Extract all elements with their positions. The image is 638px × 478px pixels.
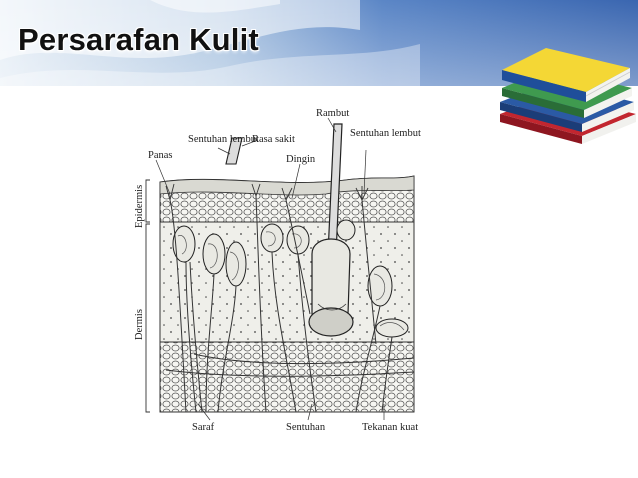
label-dingin: Dingin <box>286 154 316 165</box>
label-panas: Panas <box>148 150 173 161</box>
skin-nerve-diagram: Rambut Rasa sakit Sentuhan lembut Panas … <box>134 108 421 433</box>
hair-shaft <box>308 123 354 337</box>
label-sentuhan-lembut-left-text: Sentuhan lembut <box>188 134 259 145</box>
label-sentuhan-lembut-right: Sentuhan lembut <box>350 128 421 139</box>
label-tekanan-kuat: Tekanan kuat <box>362 422 418 433</box>
label-rasa-sakit: Rasa sakit <box>252 134 295 145</box>
label-saraf: Saraf <box>192 422 215 433</box>
subcutaneous-layer <box>159 341 415 413</box>
slide-title: Persarafan Kulit <box>18 22 259 57</box>
title-banner <box>0 0 638 86</box>
nerve-fibres <box>165 195 415 413</box>
label-sentuhan: Sentuhan <box>286 422 326 433</box>
label-rambut: Rambut <box>316 108 349 119</box>
books-icon <box>500 48 636 144</box>
label-epidermis: Epidermis <box>134 185 145 228</box>
label-dermis: Dermis <box>134 309 145 340</box>
label-sentuhan-lembut-left: Sentuhan lembut <box>188 134 259 145</box>
